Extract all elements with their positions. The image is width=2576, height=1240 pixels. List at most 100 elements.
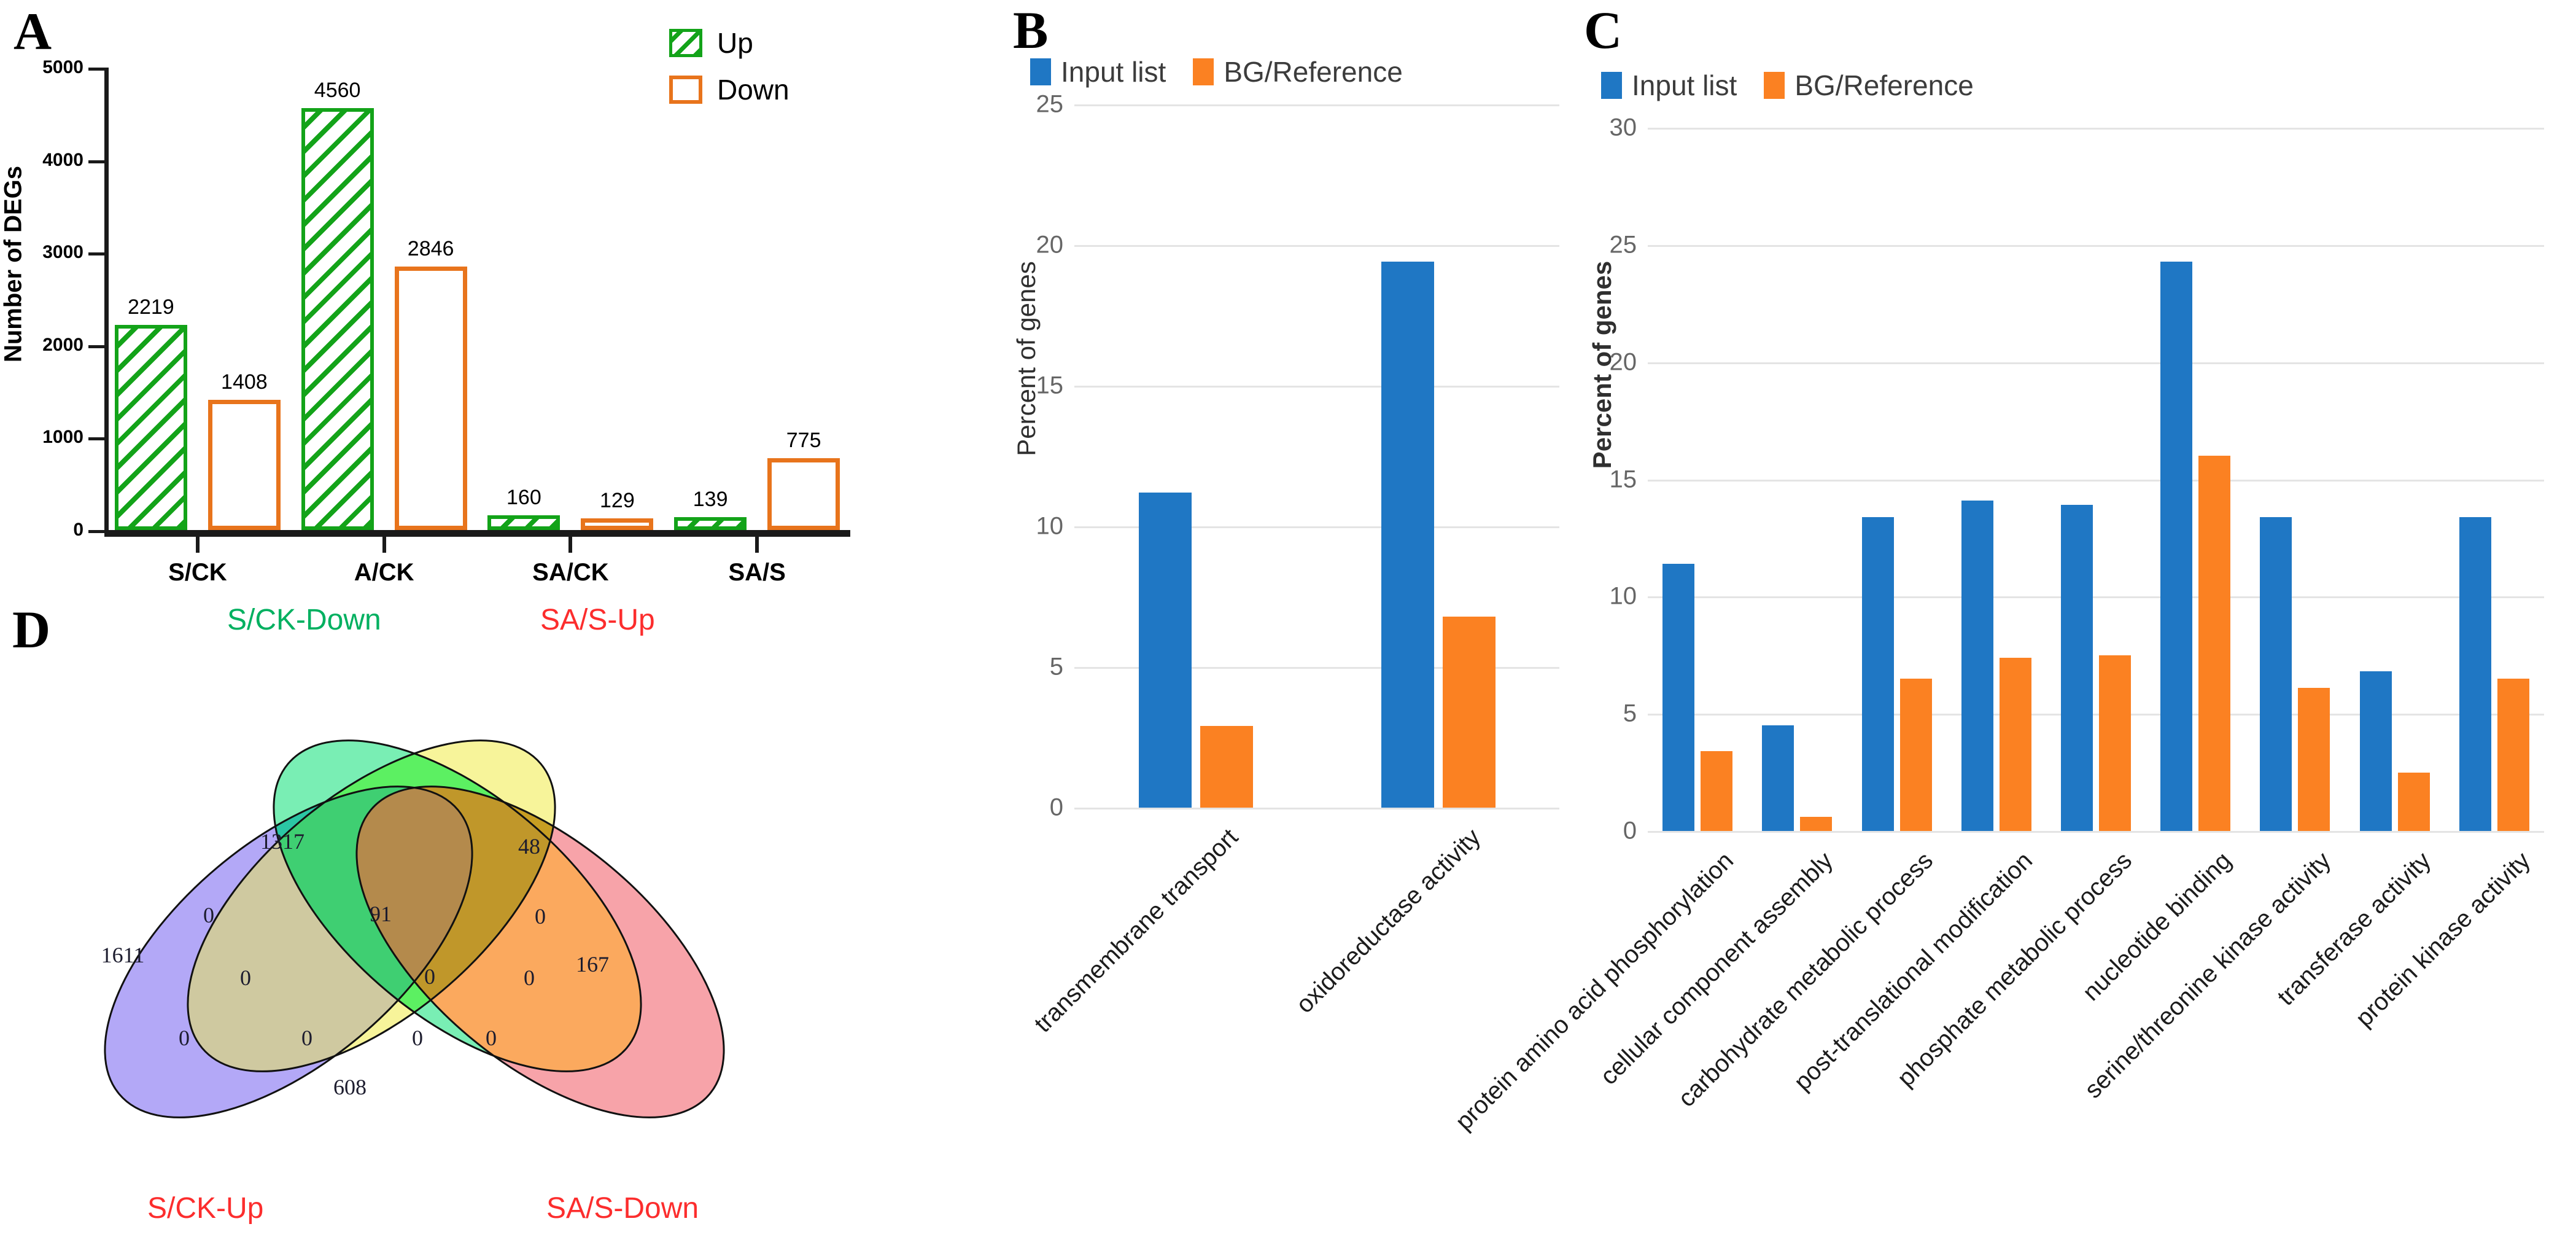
- up-swatch-icon: [669, 29, 702, 57]
- venn-set-label-sa-s-up: SA/S-Up: [540, 604, 655, 636]
- bar-bg-reference: [1899, 678, 1932, 831]
- y-tick-label: 5000: [42, 57, 83, 77]
- x-tick: [568, 537, 573, 553]
- legend-label-input-list: Input list: [1061, 56, 1166, 88]
- y-tick: [88, 437, 104, 441]
- venn-region-count: 48: [518, 834, 540, 859]
- gridline: [1074, 245, 1559, 247]
- bar-input-list: [1381, 262, 1434, 808]
- gridline: [1648, 362, 2544, 364]
- venn-region-count: 167: [576, 952, 609, 977]
- bar-up-SA-CK: [487, 515, 561, 530]
- venn-region-count: 0: [240, 965, 251, 990]
- x-tick-label-A-CK: A/CK: [354, 559, 414, 586]
- panel-d-label: D: [12, 600, 51, 659]
- y-tick-label: 5: [1049, 653, 1063, 680]
- gridline: [1074, 386, 1559, 388]
- y-tick: [88, 68, 104, 71]
- bar-input-list: [1762, 725, 1794, 831]
- bar-input-list: [1861, 517, 1894, 831]
- venn-svg: [104, 679, 725, 1179]
- gridline: [1074, 808, 1559, 809]
- bar-input-list: [1138, 493, 1192, 808]
- bar-bg-reference: [2198, 456, 2231, 831]
- venn-region-count: 608: [333, 1075, 367, 1099]
- panel-a-legend: Up Down: [669, 25, 789, 118]
- gridline: [1648, 596, 2544, 599]
- panel-a-y-axis: [104, 68, 109, 534]
- venn-region-count: 1611: [101, 943, 145, 967]
- panel-d-venn-diagram: D S/CK-Down SA/S-Up S/CK-Up SA/S-Down: [0, 571, 902, 1240]
- bar-input-list: [2260, 517, 2292, 831]
- venn-region-count: 0: [424, 964, 435, 989]
- bar-bg-reference: [1999, 657, 2031, 831]
- bar-bg-reference: [2099, 655, 2131, 831]
- bar-value-label: 1408: [221, 370, 268, 394]
- y-tick-label: 30: [1609, 114, 1637, 141]
- venn-set-label-s-ck-down: S/CK-Down: [227, 604, 381, 636]
- bar-bg-reference: [1800, 817, 1833, 831]
- legend-label-bg-reference: BG/Reference: [1794, 69, 1974, 101]
- panel-b-go-barchart: B Input list BG/Reference Percent of gen…: [995, 0, 1572, 1240]
- legend-label-down: Down: [717, 74, 789, 106]
- input-list-swatch-icon: [1030, 58, 1051, 85]
- bg-reference-swatch-icon: [1193, 58, 1214, 85]
- bar-bg-reference: [1442, 616, 1496, 808]
- bar-down-SA-CK: [581, 518, 654, 530]
- x-tick-label: oxidoreductase activity: [1290, 824, 1486, 1019]
- bar-input-list: [2061, 505, 2093, 831]
- y-tick-label: 15: [1609, 466, 1637, 493]
- legend-label-up: Up: [717, 27, 753, 59]
- y-tick-label: 0: [73, 520, 83, 540]
- x-tick-label: transmembrane transport: [1028, 824, 1243, 1038]
- bar-value-label: 160: [506, 485, 541, 509]
- x-tick-label-SA-CK: SA/CK: [532, 559, 609, 586]
- bar-down-S-CK: [208, 399, 281, 530]
- bar-bg-reference: [2497, 678, 2529, 831]
- bar-value-label: 129: [600, 488, 635, 512]
- y-tick-label: 0: [1049, 794, 1063, 821]
- gridline: [1648, 128, 2544, 130]
- venn-region-count: 1317: [260, 829, 305, 854]
- legend-label-bg-reference: BG/Reference: [1224, 56, 1403, 88]
- venn-region-count: 0: [535, 904, 546, 929]
- panel-c-legend: Input list BG/Reference: [1601, 69, 2001, 102]
- panel-c-label: C: [1584, 1, 1623, 60]
- gridline: [1648, 479, 2544, 482]
- y-tick-label: 4000: [42, 149, 83, 170]
- venn-region-count: 91: [370, 902, 392, 926]
- legend-label-input-list: Input list: [1632, 69, 1737, 101]
- legend-item-down: Down: [669, 71, 789, 108]
- gridline: [1074, 667, 1559, 669]
- bar-value-label: 4560: [314, 79, 361, 103]
- bar-down-SA-S: [767, 458, 840, 530]
- bar-bg-reference: [2298, 688, 2330, 831]
- gridline: [1074, 104, 1559, 106]
- y-tick-label: 2000: [42, 334, 83, 355]
- bar-value-label: 775: [786, 429, 821, 453]
- x-tick-label-SA-S: SA/S: [728, 559, 786, 586]
- panel-a-x-axis: [104, 530, 850, 537]
- venn-region-count: 0: [412, 1026, 423, 1050]
- gridline: [1648, 244, 2544, 247]
- bar-up-SA-S: [674, 517, 747, 530]
- venn-region-count: 0: [203, 903, 214, 927]
- gridline: [1648, 831, 2544, 833]
- bar-value-label: 139: [692, 488, 728, 512]
- panel-b-y-axis-title: Percent of genes: [1012, 261, 1041, 456]
- panel-b-legend: Input list BG/Reference: [1030, 55, 1430, 88]
- x-tick: [195, 537, 200, 553]
- venn-region-count: 0: [486, 1026, 497, 1050]
- bar-bg-reference: [1200, 726, 1253, 808]
- bar-down-A-CK: [394, 267, 467, 530]
- panel-a-label: A: [14, 2, 52, 61]
- y-tick-label: 10: [1609, 582, 1637, 610]
- bar-bg-reference: [1701, 751, 1733, 831]
- down-swatch-icon: [669, 76, 702, 104]
- bg-reference-swatch-icon: [1764, 72, 1785, 99]
- venn-region-count: 0: [524, 965, 535, 990]
- bar-up-A-CK: [301, 108, 374, 530]
